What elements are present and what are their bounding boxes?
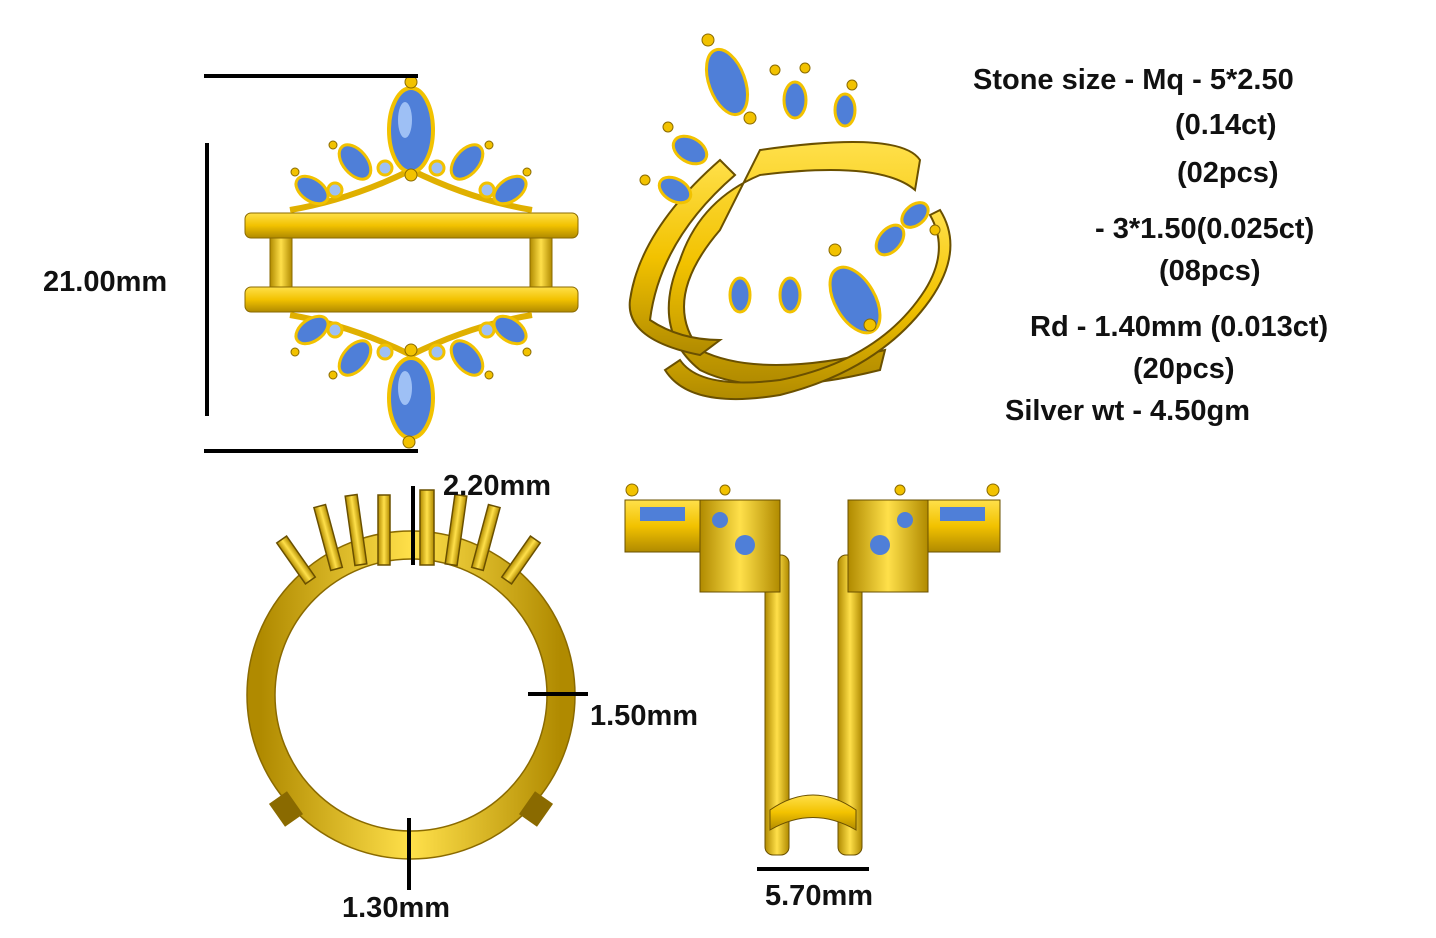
marquise-stone-top [387,86,435,174]
top-width-dimension-label: 2.20mm [443,470,552,502]
spec-small-mq: - 3*1.50(0.025ct) [1095,213,1315,245]
spec-silver-weight: Silver wt - 4.50gm [1005,395,1250,427]
dimension-lines [204,74,869,890]
top-band [244,212,579,239]
prong-row [275,489,542,585]
bottom-band [244,286,579,313]
spec-small-mq-pieces: (08pcs) [1159,255,1261,287]
height-dimension-label: 21.00mm [43,266,168,298]
perspective-view [628,33,952,401]
spec-mq-carat: (0.14ct) [1175,109,1277,141]
profile-view [624,483,1001,856]
spec-round: Rd - 1.40mm (0.013ct) [1030,311,1329,343]
spec-stone-size: Stone size - Mq - 5*2.50 [973,64,1294,96]
prongs [290,75,532,449]
front-view [244,75,579,449]
bottom-width-dimension-label: 1.30mm [342,892,451,924]
profile-width-dimension-label: 5.70mm [765,880,874,912]
spec-mq-pieces: (02pcs) [1177,157,1279,189]
spec-round-pieces: (20pcs) [1133,353,1235,385]
marquise-stone-bottom [387,356,435,440]
band-thickness-dimension-label: 1.50mm [590,700,699,732]
side-stones [294,143,528,377]
